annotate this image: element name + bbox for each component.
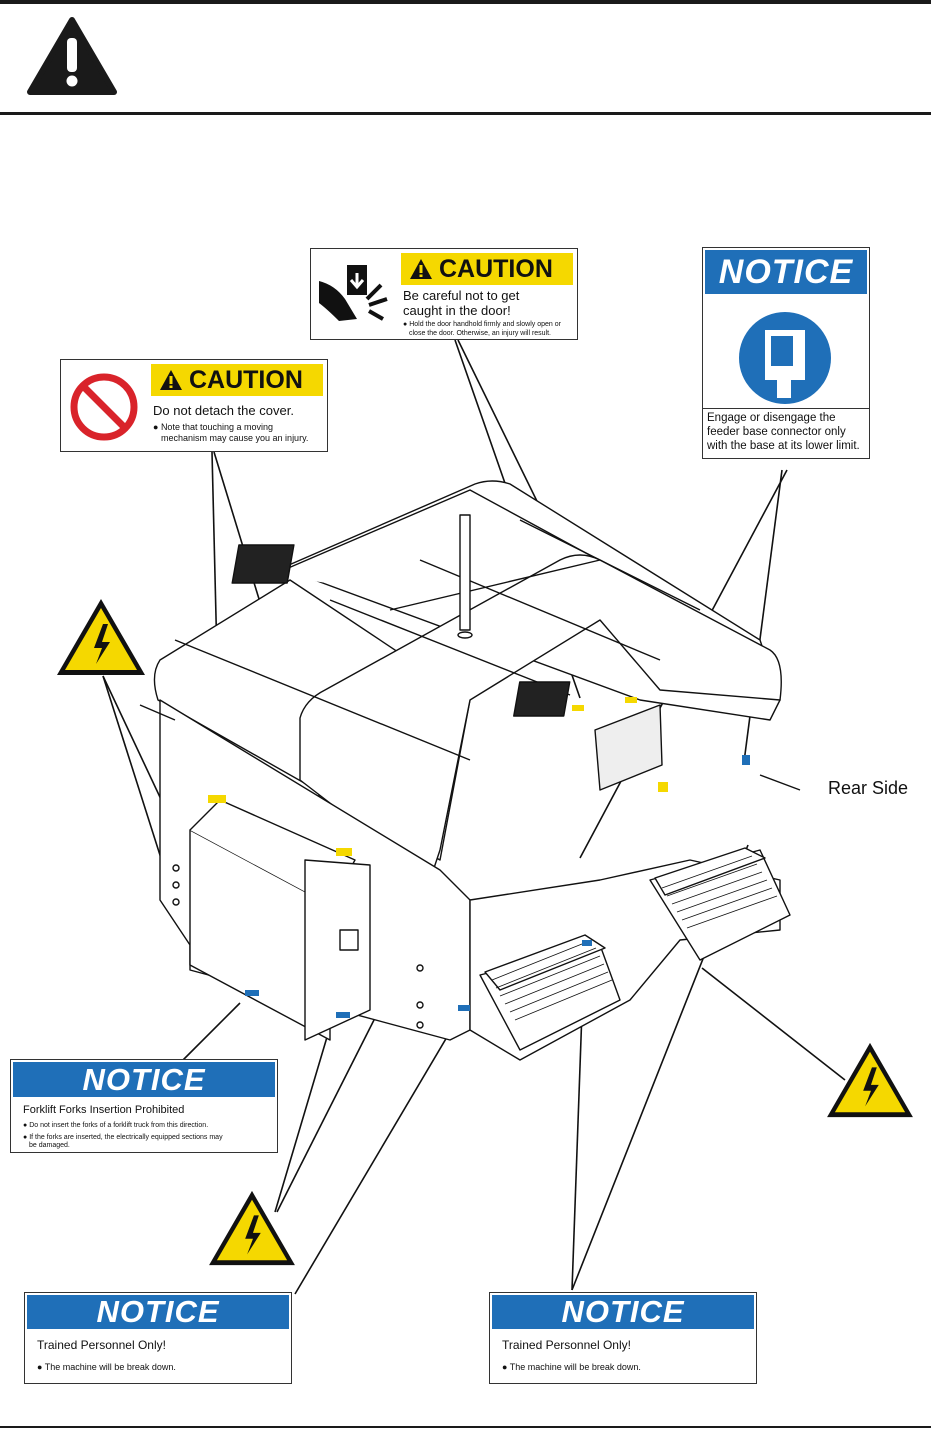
notice-forklift-bullet1: Do not insert the forks of a forklift tr… (29, 1122, 209, 1129)
notice-feeder-heading: NOTICE (705, 250, 867, 294)
notice-forklift-line1: Forklift Forks Insertion Prohibited (23, 1104, 185, 1116)
caution-cover-bullet2: mechanism may cause you an injury. (161, 433, 309, 443)
electric-hazard-icon (827, 1042, 913, 1118)
header-top-rule (0, 0, 931, 4)
prohibition-icon (70, 373, 138, 441)
notice-feeder-label: NOTICE Engage or disengage the feeder ba… (702, 247, 870, 459)
caution-door-heading: CAUTION (439, 254, 553, 283)
caution-cover-line1: Do not detach the cover. (153, 403, 294, 418)
notice-forklift-bullet3: be damaged. (29, 1142, 70, 1149)
notice-forklift-heading: NOTICE (13, 1062, 275, 1097)
caution-cover-bullet1: Note that touching a moving (160, 422, 274, 432)
notice-feeder-line1: Engage or disengage the (707, 412, 836, 424)
caution-cover-heading: CAUTION (189, 365, 303, 394)
notice-trained-right-heading: NOTICE (492, 1295, 754, 1329)
hand-pinch-icon (319, 265, 388, 321)
notice-forklift-bullet2: If the forks are inserted, the electrica… (29, 1134, 223, 1141)
footer-rule (0, 1426, 931, 1428)
notice-forklift-label: NOTICE Forklift Forks Insertion Prohibit… (10, 1059, 278, 1153)
electric-hazard-icon (57, 599, 145, 675)
notice-feeder-line3: with the base at its lower limit. (707, 440, 860, 452)
caution-door-line1: Be careful not to get (403, 288, 520, 303)
notice-trained-right-bullet1: The machine will be break down. (509, 1362, 641, 1372)
notice-trained-left-heading: NOTICE (27, 1295, 289, 1329)
caution-cover-label: CAUTION Do not detach the cover. ● Note … (60, 359, 328, 452)
caution-door-label: CAUTION Be careful not to get caught in … (310, 248, 578, 340)
notice-feeder-line2: feeder base connector only (707, 426, 846, 438)
rear-side-label: Rear Side (828, 778, 909, 798)
caution-door-bullet1: Hold the door handhold firmly and slowly… (409, 321, 561, 328)
notice-trained-left-line1: Trained Personnel Only! (37, 1338, 166, 1352)
header-bottom-rule (0, 112, 931, 115)
electric-hazard-icon (209, 1190, 295, 1266)
feeder-connector-icon (739, 312, 831, 404)
notice-trained-right-label: NOTICE Trained Personnel Only! ● The mac… (489, 1292, 757, 1384)
notice-trained-right-line1: Trained Personnel Only! (502, 1338, 631, 1352)
caution-door-bullet2: close the door. Otherwise, an injury wil… (409, 330, 552, 337)
caution-door-line2: caught in the door! (403, 303, 511, 318)
notice-trained-left-bullet1: The machine will be break down. (44, 1362, 176, 1372)
exclamation-warning-icon (27, 17, 117, 95)
notice-trained-left-label: NOTICE Trained Personnel Only! ● The mac… (24, 1292, 292, 1384)
